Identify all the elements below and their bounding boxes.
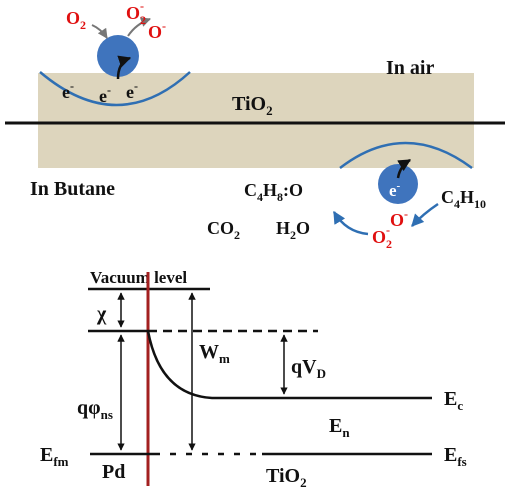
oxygen-ion-label-air: O- <box>148 19 166 42</box>
electron-release-arrow-butane <box>396 158 412 179</box>
metal-fermi-label: Efm <box>40 444 69 469</box>
vacuum-level-label: Vacuum level <box>90 268 187 287</box>
electron-label-air-right: e- <box>126 79 138 102</box>
electron-capture-arrow-air <box>116 55 132 80</box>
reaction-product-arrow <box>332 210 369 236</box>
tio2-region-label: TiO2 <box>266 465 307 490</box>
oxygen-gas-label: O2 <box>66 8 86 32</box>
butene-oxide-label: C4H8:O <box>244 180 303 204</box>
butane-label: C4H10 <box>441 187 486 211</box>
conduction-band-label: Ec <box>444 388 463 413</box>
superoxide-ion-label-butane: O2- <box>372 223 392 251</box>
superoxide-ion-label-air: O2- <box>126 0 146 27</box>
in-butane-label: In Butane <box>30 178 115 200</box>
depletion-arc-air <box>39 71 191 107</box>
band-bending-curve <box>146 330 432 400</box>
work-function-label: Wm <box>199 341 230 366</box>
tio2-film-label: TiO2 <box>232 93 273 118</box>
electron-label-air-mid: e- <box>99 83 111 106</box>
oxygen-ion-label-butane: O- <box>390 207 408 230</box>
h2o-label: H2O <box>276 218 310 242</box>
adsorbed-oxygen-ball-butane <box>378 164 418 204</box>
electron-label-butane: e- <box>389 180 401 200</box>
butane-adsorption-arrow <box>411 202 439 227</box>
chi-label: χ <box>96 303 107 325</box>
in-air-label: In air <box>386 57 434 79</box>
co2-label: CO2 <box>207 218 240 242</box>
electron-label-air-left: e- <box>62 79 74 102</box>
built-in-potential-label: qVD <box>291 356 326 381</box>
oxygen-ionization-arrow <box>127 17 151 37</box>
pd-region-label: Pd <box>102 461 125 483</box>
barrier-height-label: qφns <box>77 397 113 422</box>
tio2-film-band <box>38 73 474 168</box>
energy-offset-label: En <box>329 415 350 440</box>
depletion-arc-butane <box>339 141 473 170</box>
oxygen-adsorption-arrow <box>91 24 108 39</box>
semiconductor-fermi-label: Efs <box>444 444 467 469</box>
